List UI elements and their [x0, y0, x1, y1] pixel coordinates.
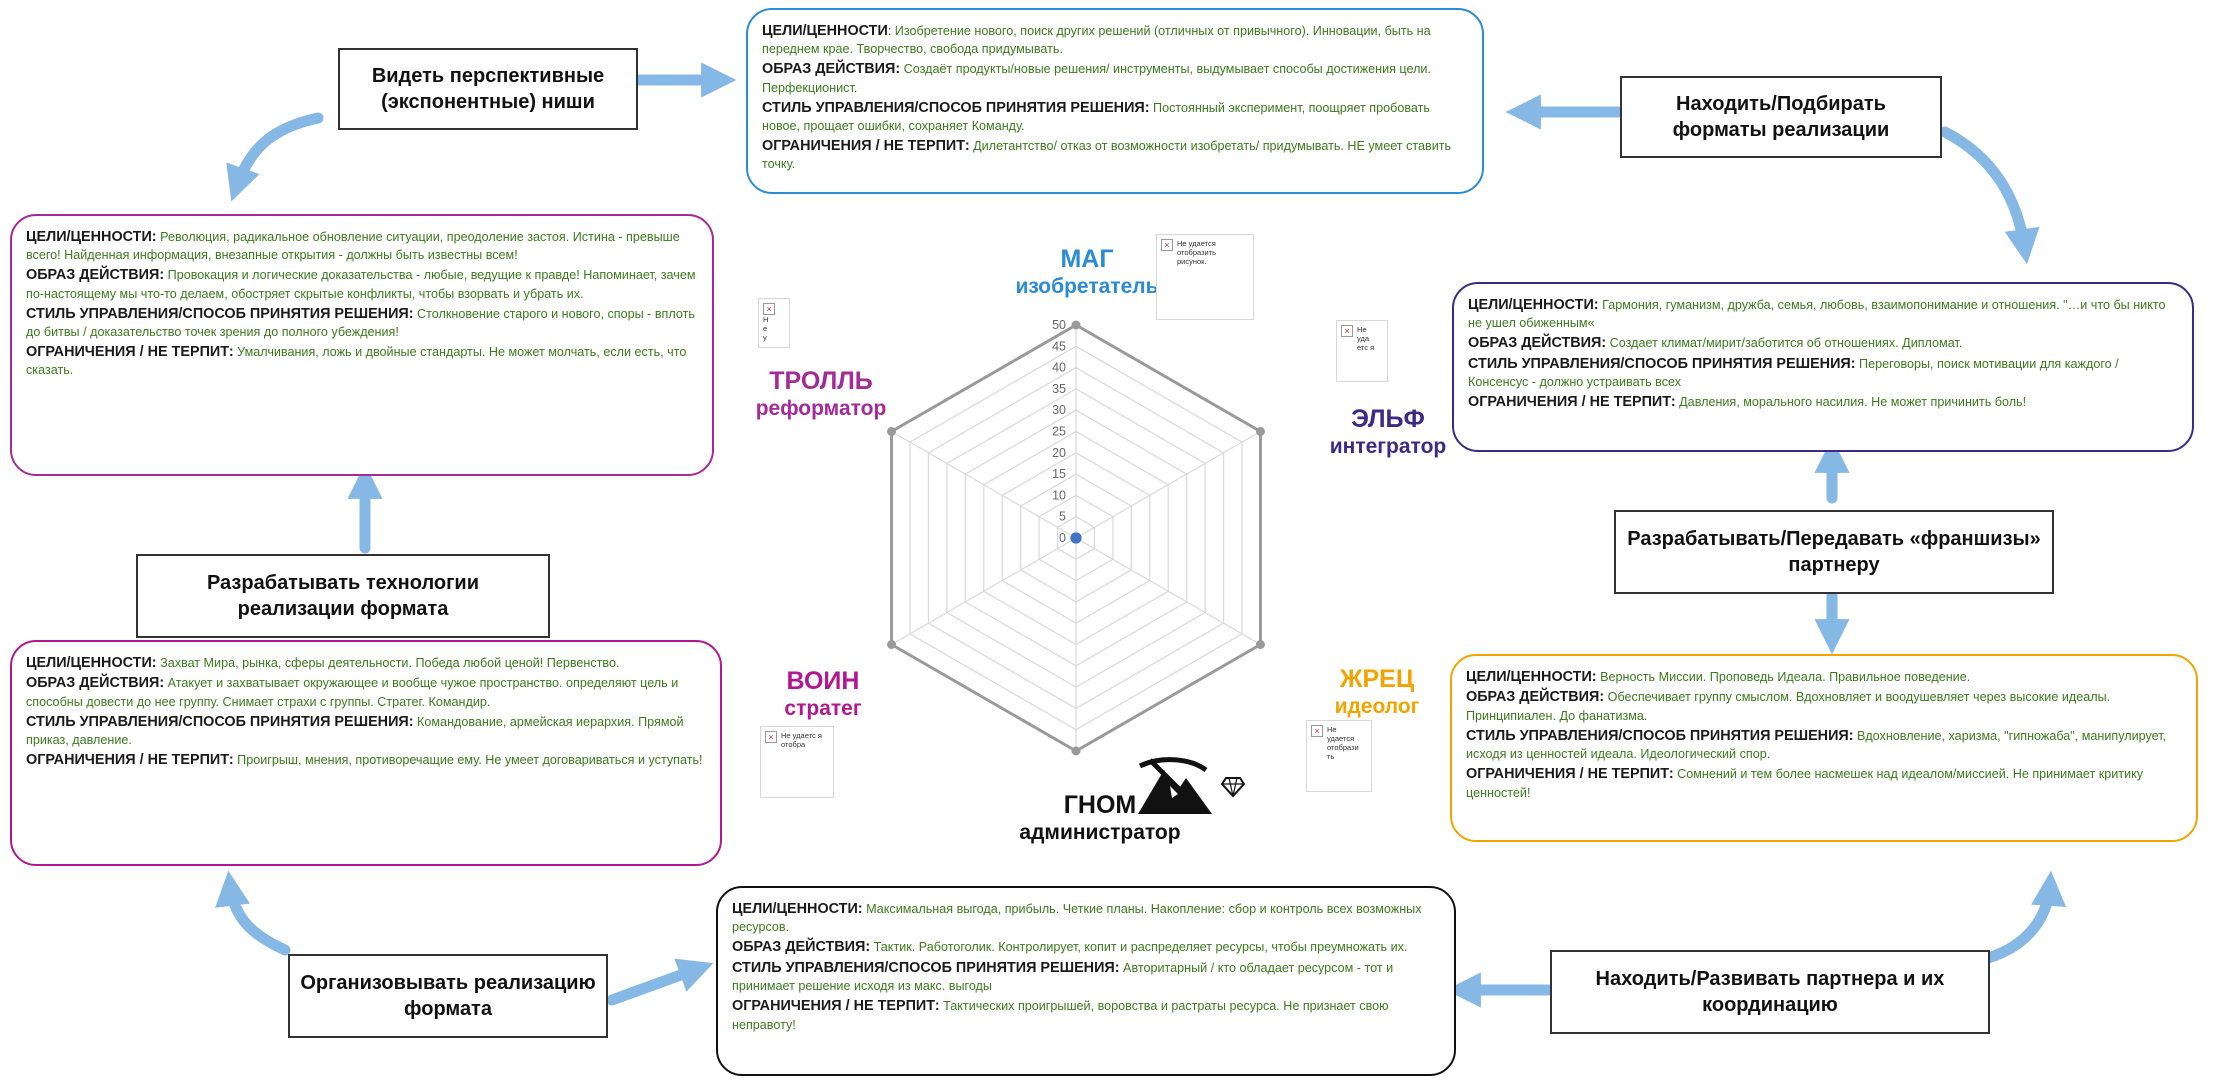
archetype-voin-name: ВОИН — [786, 667, 860, 695]
radar-vertex — [1255, 427, 1265, 436]
broken-image-elf: ×Не уда етс я — [1336, 320, 1388, 382]
radar-vertex — [887, 427, 897, 436]
arrow-perspective-to-troll — [226, 112, 324, 202]
card-troll: ЦЕЛИ/ЦЕННОСТИ: Революция, радикальное об… — [10, 214, 714, 476]
archetype-elf-name: ЭЛЬФ — [1351, 405, 1425, 433]
label-technologies: Разрабатывать технологии реализации форм… — [136, 554, 550, 638]
card-elf-goals: ЦЕЛИ/ЦЕННОСТИ: Гармония, гуманизм, дружб… — [1468, 297, 2166, 331]
radar-tick-label: 45 — [1052, 339, 1066, 353]
archetype-zhrets-name: ЖРЕЦ — [1339, 665, 1415, 693]
broken-image-icon: × — [763, 303, 775, 315]
radar-vertex — [1255, 640, 1265, 649]
archetype-zhrets: ЖРЕЦ идеолог — [1302, 664, 1452, 719]
card-voin-action: ОБРАЗ ДЕЙСТВИЯ: Атакует и захватывает ок… — [26, 675, 679, 709]
radar-data-point — [1070, 532, 1082, 544]
card-gnom-goals: ЦЕЛИ/ЦЕННОСТИ: Максимальная выгода, приб… — [732, 901, 1422, 935]
broken-image-troll: ×Н е у — [758, 298, 790, 348]
radar-tick-label: 0 — [1059, 531, 1066, 545]
label-organize: Организовывать реализацию формата — [288, 954, 608, 1038]
card-gnom-action: ОБРАЗ ДЕЙСТВИЯ: Тактик. Работоголик. Кон… — [732, 939, 1408, 956]
card-troll-action: ОБРАЗ ДЕЙСТВИЯ: Провокация и логические … — [26, 267, 696, 301]
card-zhrets-goals: ЦЕЛИ/ЦЕННОСТИ: Верность Миссии. Проповед… — [1466, 669, 1971, 685]
radar-tick-label: 25 — [1052, 425, 1066, 439]
arrow-partner-to-zhrets — [1982, 870, 2067, 964]
label-perspective: Видеть перспективные (экспонентные) ниши — [338, 48, 638, 130]
radar-tick-label: 30 — [1052, 403, 1066, 417]
archetype-troll-name: ТРОЛЛЬ — [769, 367, 873, 395]
archetype-gnom-role: администратор — [1019, 821, 1181, 844]
card-elf-limits: ОГРАНИЧЕНИЯ / НЕ ТЕРПИТ: Давления, морал… — [1468, 394, 2027, 411]
radar-tick-label: 50 — [1052, 318, 1066, 332]
archetype-mag-name: МАГ — [1060, 245, 1114, 273]
card-mag-style: СТИЛЬ УПРАВЛЕНИЯ/СПОСОБ ПРИНЯТИЯ РЕШЕНИЯ… — [762, 99, 1430, 134]
card-troll-goals: ЦЕЛИ/ЦЕННОСТИ: Революция, радикальное об… — [26, 229, 680, 263]
radar-tick-label: 5 — [1059, 510, 1066, 524]
radar-spoke — [1075, 537, 1261, 646]
card-zhrets: ЦЕЛИ/ЦЕННОСТИ: Верность Миссии. Проповед… — [1450, 654, 2198, 842]
radar-tick-label: 40 — [1052, 361, 1066, 375]
card-voin-style: СТИЛЬ УПРАВЛЕНИЯ/СПОСОБ ПРИНЯТИЯ РЕШЕНИЯ… — [26, 713, 684, 748]
card-voin-goals: ЦЕЛИ/ЦЕННОСТИ: Захват Мира, рынка, сферы… — [26, 655, 620, 671]
radar-spoke — [1075, 430, 1261, 539]
card-elf-style: СТИЛЬ УПРАВЛЕНИЯ/СПОСОБ ПРИНЯТИЯ РЕШЕНИЯ… — [1468, 355, 2119, 390]
card-mag-goals: ЦЕЛИ/ЦЕННОСТИ: Изобретение нового, поиск… — [762, 23, 1431, 57]
radar-spoke — [891, 430, 1077, 539]
archetype-troll-role: реформатор — [755, 397, 887, 420]
card-elf: ЦЕЛИ/ЦЕННОСТИ: Гармония, гуманизм, дружб… — [1452, 282, 2194, 452]
archetype-voin: ВОИН стратег — [748, 666, 898, 721]
gnome-pick-diamond-icon — [1138, 757, 1246, 814]
radar-tick-label: 15 — [1052, 467, 1066, 481]
card-gnom-style: СТИЛЬ УПРАВЛЕНИЯ/СПОСОБ ПРИНЯТИЯ РЕШЕНИЯ… — [732, 959, 1394, 994]
radar-vertex — [887, 640, 897, 649]
card-mag-limits: ОГРАНИЧЕНИЯ / НЕ ТЕРПИТ: Дилетантство/ о… — [762, 137, 1452, 172]
label-formats: Находить/Подбирать форматы реализации — [1620, 76, 1942, 158]
radar-vertex — [1071, 746, 1081, 756]
broken-image-zhrets: ×Не удается отобрази ть — [1306, 720, 1372, 792]
card-mag: ЦЕЛИ/ЦЕННОСТИ: Изобретение нового, поиск… — [746, 8, 1484, 194]
broken-image-icon: × — [1161, 239, 1173, 251]
radar-spoke — [891, 537, 1077, 646]
radar-vertex — [1071, 320, 1081, 330]
label-franchise: Разрабатывать/Передавать «франшизы» парт… — [1614, 510, 2054, 594]
card-mag-action: ОБРАЗ ДЕЙСТВИЯ: Создаёт продукты/новые р… — [762, 61, 1431, 95]
arrow-organize-to-voin — [215, 870, 291, 956]
card-zhrets-action: ОБРАЗ ДЕЙСТВИЯ: Обеспечивает группу смыс… — [1466, 689, 2111, 723]
archetype-zhrets-role: идеолог — [1334, 695, 1420, 718]
broken-image-icon: × — [1311, 725, 1323, 737]
arrow-formats-to-elf — [1939, 126, 2040, 265]
archetype-troll: ТРОЛЛЬ реформатор — [716, 366, 926, 421]
archetype-elf: ЭЛЬФ интегратор — [1298, 404, 1478, 459]
card-elf-action: ОБРАЗ ДЕЙСТВИЯ: Создает климат/мирит/заб… — [1468, 335, 1963, 352]
label-partner: Находить/Развивать партнера и их координ… — [1550, 950, 1990, 1034]
card-voin: ЦЕЛИ/ЦЕННОСТИ: Захват Мира, рынка, сферы… — [10, 640, 722, 866]
card-voin-limits: ОГРАНИЧЕНИЯ / НЕ ТЕРПИТ: Проигрыш, мнени… — [26, 752, 703, 769]
broken-image-mag: ×Не удается отобразить рисунок. — [1156, 234, 1254, 320]
card-zhrets-limits: ОГРАНИЧЕНИЯ / НЕ ТЕРПИТ: Сомнений и тем … — [1466, 766, 2144, 800]
radar-tick-label: 35 — [1052, 382, 1066, 396]
radar-tick-label: 10 — [1052, 488, 1066, 502]
card-gnom-limits: ОГРАНИЧЕНИЯ / НЕ ТЕРПИТ: Тактических про… — [732, 998, 1389, 1032]
archetype-gnom-name: ГНОМ — [1063, 791, 1137, 819]
radar-tick-label: 20 — [1052, 446, 1066, 460]
arrow-organize-to-gnom — [606, 958, 714, 1006]
archetype-voin-role: стратег — [784, 697, 862, 720]
card-troll-style: СТИЛЬ УПРАВЛЕНИЯ/СПОСОБ ПРИНЯТИЯ РЕШЕНИЯ… — [26, 305, 695, 340]
card-zhrets-style: СТИЛЬ УПРАВЛЕНИЯ/СПОСОБ ПРИНЯТИЯ РЕШЕНИЯ… — [1466, 727, 2167, 762]
card-troll-limits: ОГРАНИЧЕНИЯ / НЕ ТЕРПИТ: Умалчивания, ло… — [26, 343, 687, 378]
archetype-mag: МАГ изобретатель — [972, 244, 1202, 299]
archetype-gnom: ГНОМ администратор — [1000, 790, 1200, 845]
broken-image-icon: × — [1341, 325, 1353, 337]
broken-image-icon: × — [765, 731, 777, 743]
broken-image-voin: ×Не удаетс я отобра — [760, 726, 834, 798]
card-gnom: ЦЕЛИ/ЦЕННОСТИ: Максимальная выгода, приб… — [716, 886, 1456, 1076]
archetype-mag-role: изобретатель — [1015, 275, 1159, 298]
archetype-elf-role: интегратор — [1329, 435, 1447, 458]
